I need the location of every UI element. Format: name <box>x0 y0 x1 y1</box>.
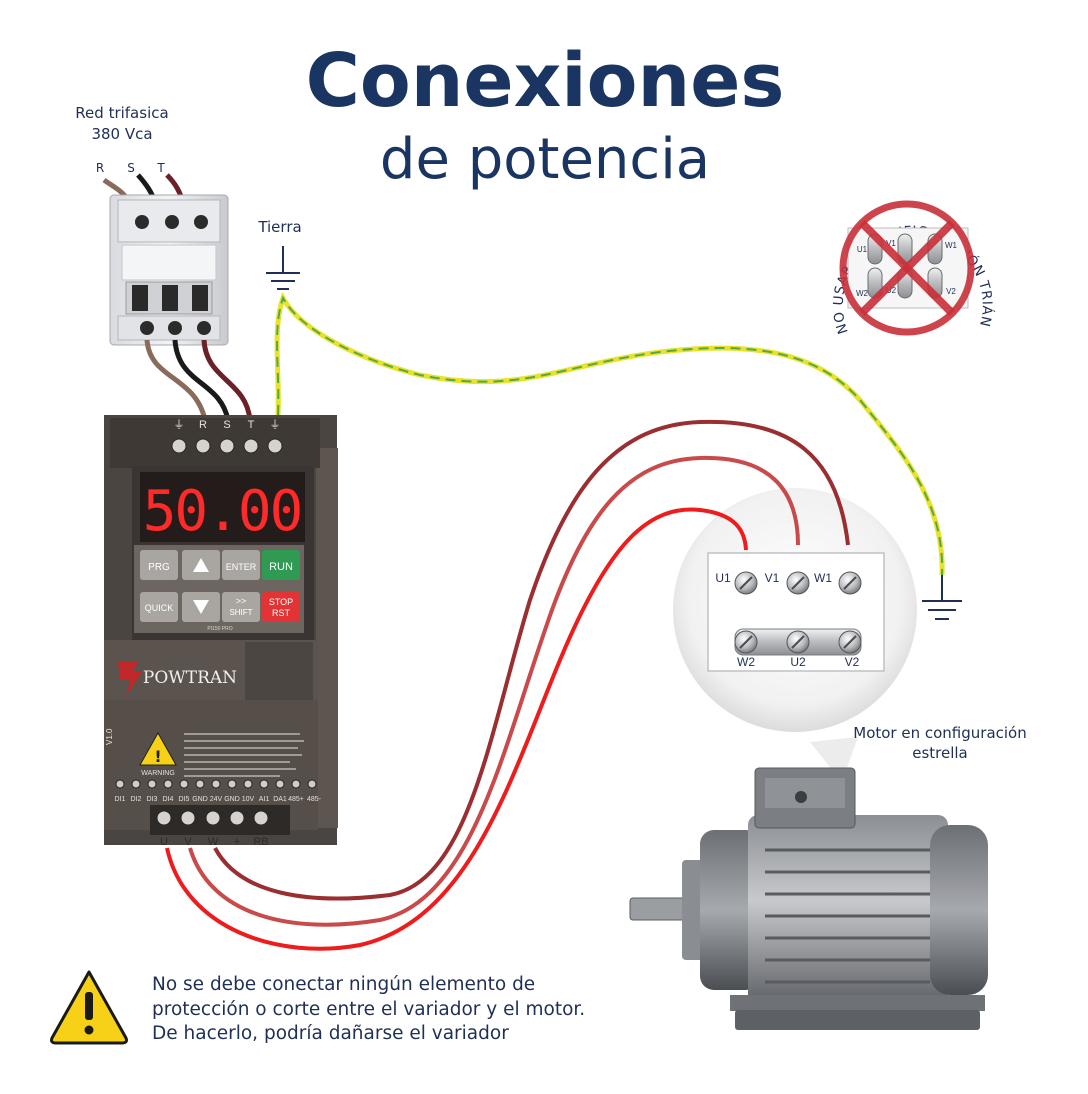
drive-top-screws <box>171 438 283 454</box>
control-terminal-screws <box>115 779 317 789</box>
control-terminal-di4: DI4 <box>163 796 174 803</box>
motor-terminal-u1: U1 <box>715 571 731 585</box>
motor-wire-w <box>213 419 850 901</box>
warning-line-1: No se debe conectar ningún elemento de <box>152 974 536 995</box>
circuit-breaker <box>109 194 229 346</box>
motor-wire-u <box>165 507 748 951</box>
prg-button[interactable] <box>140 550 178 580</box>
drive-display-value: 50.00 <box>143 479 302 544</box>
warning-message: No se debe conectar ningún elemento de p… <box>152 973 672 1047</box>
run-button[interactable] <box>262 550 300 580</box>
drive-model-label: PI150 PRO <box>207 626 232 632</box>
title-line-2: de potencia <box>380 127 710 192</box>
warning-triangle-icon <box>50 970 128 1045</box>
motor-label-line-1: Motor en configuración <box>853 724 1026 742</box>
control-terminal-di3: DI3 <box>147 796 158 803</box>
delta-terminal-w1: W1 <box>945 241 958 250</box>
down-arrow-icon <box>193 600 209 614</box>
control-terminal-485-plus: 485+ <box>288 796 304 803</box>
quick-button-label: QUICK <box>145 603 174 613</box>
motor-terminal-w1: W1 <box>814 571 832 585</box>
output-terminal-rb: RB <box>253 836 268 848</box>
supply-label-line-1: Red trifasica <box>75 104 168 122</box>
line-wire-r <box>144 339 208 421</box>
motor-terminal-w2: W2 <box>737 655 755 669</box>
prohibited-cross-2 <box>859 220 955 316</box>
warning-line-2: protección o corte entre el variador y e… <box>152 998 586 1020</box>
line-wire-t <box>201 339 253 421</box>
delta-terminal-w2: W2 <box>856 289 869 298</box>
phase-label-t: T <box>156 161 165 175</box>
motor-terminal-screw-slots <box>739 576 857 649</box>
prg-button-label: PRG <box>148 562 170 573</box>
control-terminal-di2: DI2 <box>131 796 142 803</box>
line-wire-s <box>172 339 231 421</box>
output-terminal-v: V <box>184 836 192 848</box>
control-terminal-24v: 24V <box>210 796 223 803</box>
delta-terminal-v2: V2 <box>946 287 956 296</box>
delta-terminal-v1: V1 <box>886 239 896 248</box>
control-terminal-10v: 10V <box>242 796 255 803</box>
phase-label-s: S <box>127 161 135 175</box>
supply-label-line-2: 380 Vca <box>91 125 152 143</box>
title-line-1: Conexiones <box>306 38 785 124</box>
drive-terminal-t: T <box>248 419 255 431</box>
drive-terminal-ground-left: ⏚ <box>174 418 185 431</box>
warning-sticker-icon: ! <box>139 731 177 766</box>
drive-brand: POWTRAN <box>143 668 237 688</box>
enter-button-label: ENTER <box>226 562 257 572</box>
prohibited-circle-icon <box>839 200 975 336</box>
motor-terminal-v1: V1 <box>765 571 780 585</box>
motor-terminal-v2: V2 <box>845 655 860 669</box>
motor-terminal-callout <box>673 488 917 782</box>
delta-terminal-u2: U2 <box>886 286 897 295</box>
svg-text:!: ! <box>154 747 161 766</box>
drive-warning-badge: WARNING <box>141 770 175 777</box>
stop-button-label: STOP <box>269 597 293 607</box>
motor-terminal-u2: U2 <box>790 655 806 669</box>
control-terminal-485-minus: 485- <box>307 796 322 803</box>
control-terminal-ai1: AI1 <box>259 796 270 803</box>
shift-button-label: SHIFT <box>229 608 252 617</box>
output-terminal-plus: + <box>234 836 240 848</box>
output-terminal-w: W <box>208 836 219 848</box>
shift-button-arrows: >> <box>236 596 247 606</box>
powtran-logo-icon <box>118 662 142 696</box>
control-terminal-di5: DI5 <box>179 796 190 803</box>
electric-motor <box>629 767 988 1030</box>
ground-symbol-top-icon <box>266 246 300 290</box>
motor-wire-v <box>188 455 800 927</box>
drive-side-label: V1.0 <box>105 728 114 745</box>
output-terminal-screws <box>156 810 269 826</box>
control-terminal-di1: DI1 <box>115 796 126 803</box>
drive-terminal-s: S <box>223 419 230 431</box>
phase-label-r: R <box>96 161 104 175</box>
quick-button[interactable] <box>140 592 178 622</box>
drive-warning-text-lines <box>184 733 304 777</box>
control-terminal-da1: DA1 <box>273 796 287 803</box>
ground-symbol-motor-icon <box>922 575 962 620</box>
stop-reset-button[interactable] <box>262 592 300 622</box>
motor-label-line-2: estrella <box>912 744 968 762</box>
enter-button[interactable] <box>222 550 260 580</box>
up-arrow-icon <box>193 558 209 572</box>
delta-terminal-u1: U1 <box>857 245 868 254</box>
drive-terminal-ground-right: ⏚ <box>270 418 281 431</box>
drive-terminal-r: R <box>199 419 207 431</box>
control-terminal-gnd-1: GND <box>192 796 208 803</box>
control-terminal-gnd-2: GND <box>224 796 240 803</box>
ground-wire <box>274 291 945 576</box>
shift-button[interactable] <box>222 592 260 622</box>
run-button-label: RUN <box>269 561 293 573</box>
drive-display <box>140 472 305 542</box>
ground-label: Tierra <box>257 218 301 236</box>
reset-button-label: RST <box>272 608 291 618</box>
output-terminal-u: U <box>160 836 168 848</box>
warning-line-3: De hacerlo, podría dañarse el variador <box>152 1023 509 1044</box>
